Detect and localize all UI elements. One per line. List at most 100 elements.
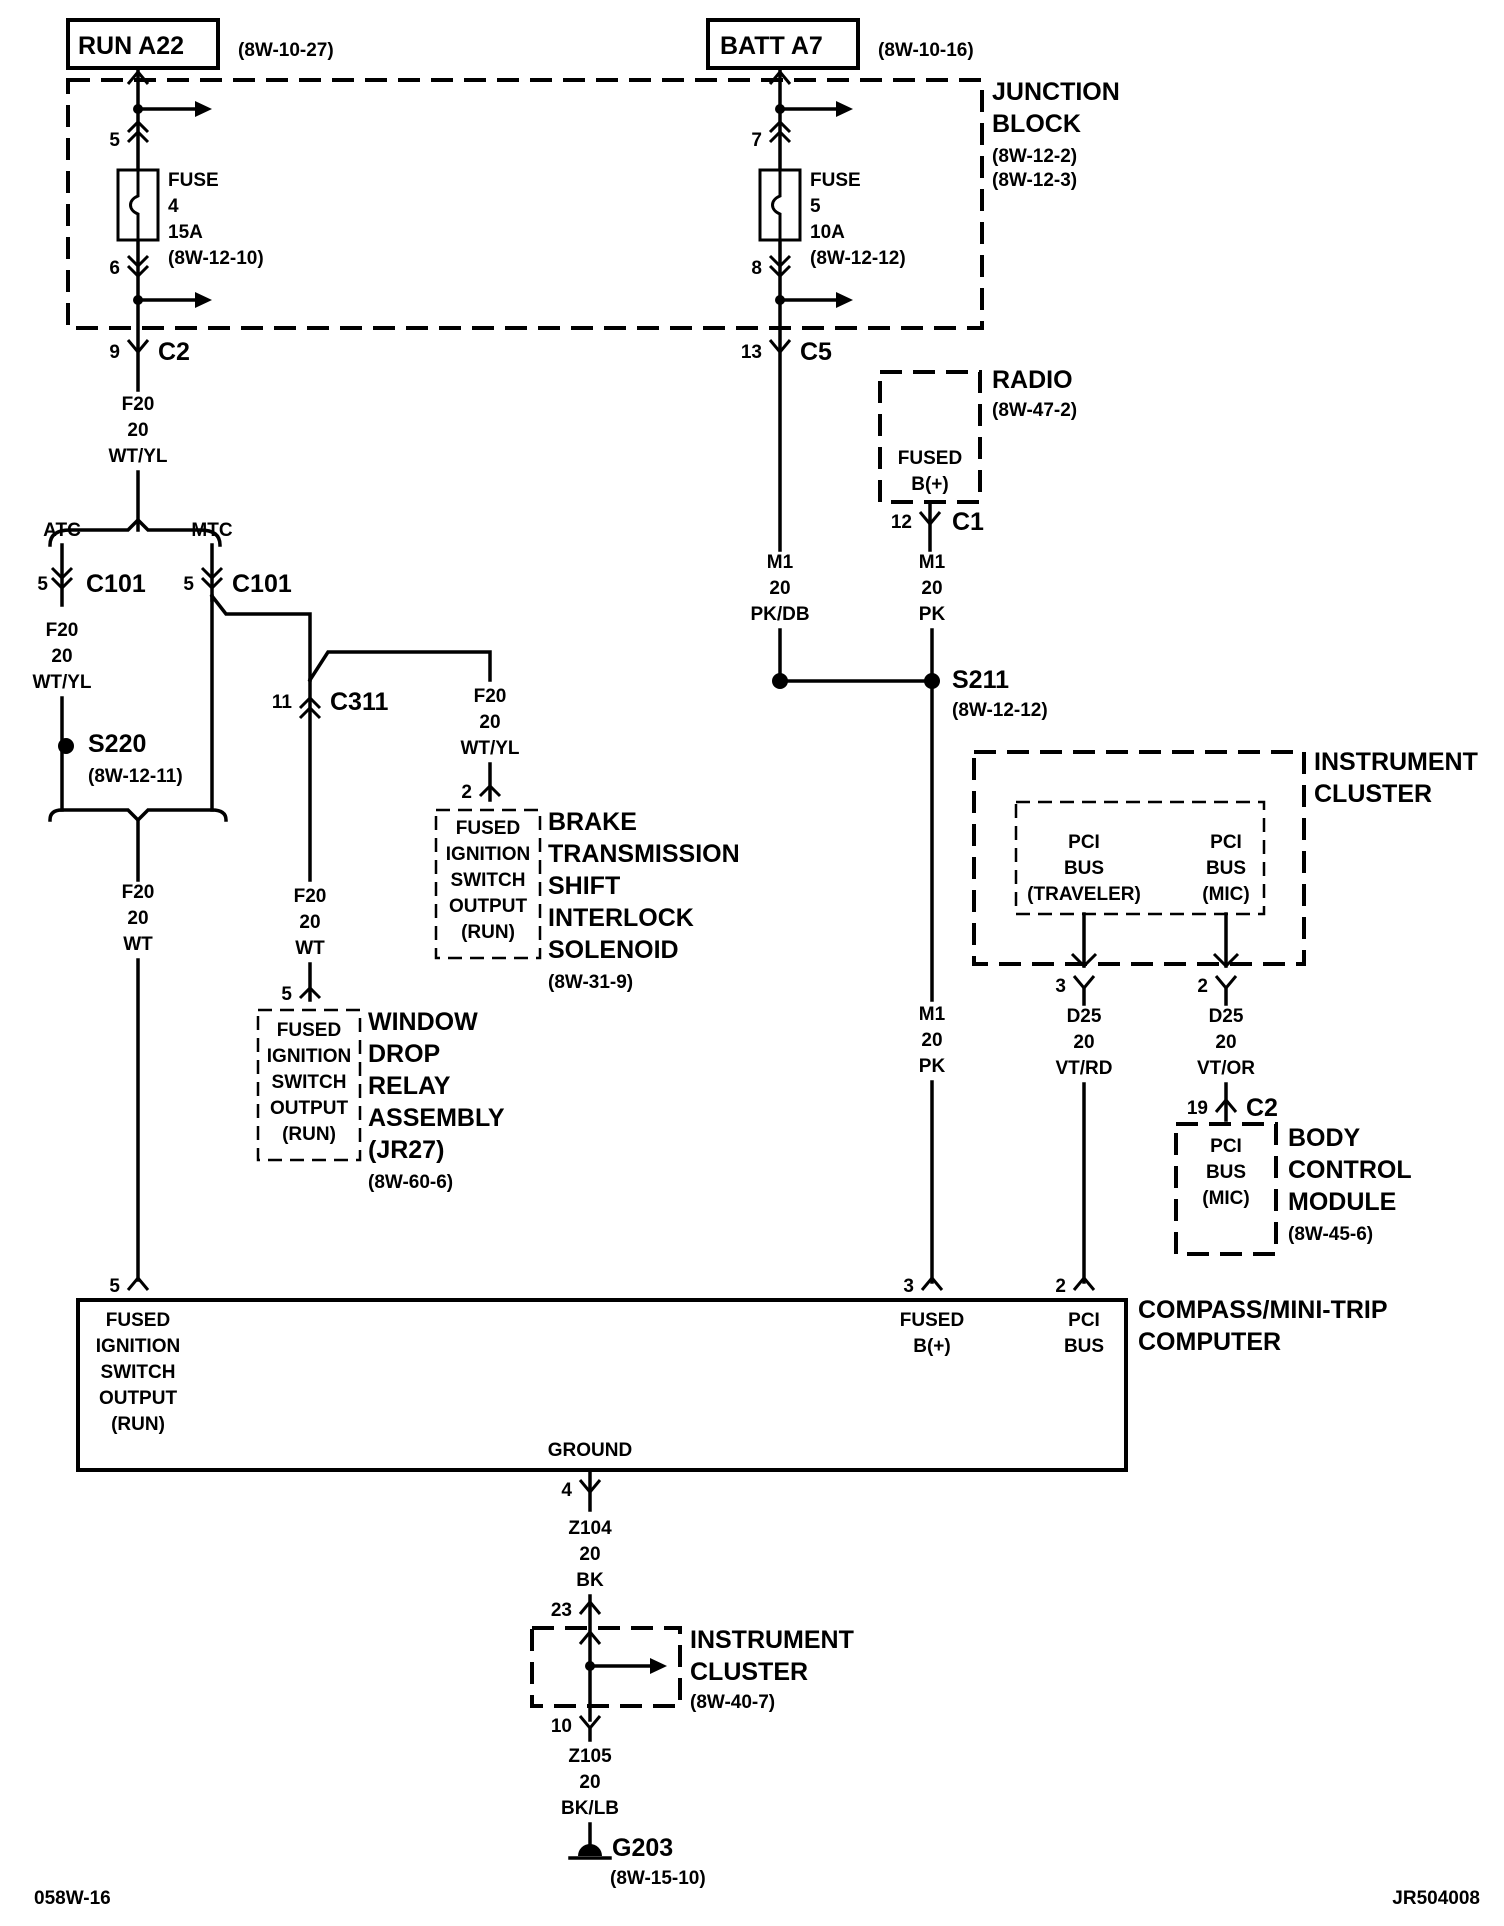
svg-text:TRANSMISSION: TRANSMISSION <box>548 840 740 868</box>
connector-c101-mtc: 5 C101 <box>183 543 292 602</box>
branch-mtc-label: MTC <box>191 520 232 541</box>
ground-symbol-icon <box>578 1844 602 1856</box>
brake-transmission-shift-interlock-solenoid: 2 FUSED IGNITION SWITCH OUTPUT (RUN) BRA… <box>434 782 740 993</box>
svg-text:BUS: BUS <box>1206 858 1246 879</box>
svg-text:M1: M1 <box>919 552 946 573</box>
connector-c101-mtc-pin: 5 <box>183 574 194 595</box>
merge-brace <box>48 808 228 823</box>
svg-text:M1: M1 <box>919 1004 946 1025</box>
svg-text:D25: D25 <box>1067 1006 1102 1027</box>
wire-m1-pkdb-label: M1 20 PK/DB <box>750 552 809 625</box>
bcm-ref: (8W-45-6) <box>1288 1224 1373 1245</box>
svg-text:CONTROL: CONTROL <box>1288 1156 1412 1184</box>
ground-g203-ref: (8W-15-10) <box>610 1868 706 1889</box>
svg-text:(JR27): (JR27) <box>368 1136 444 1164</box>
ctm-ground-label: GROUND <box>548 1440 632 1461</box>
svg-text:F20: F20 <box>294 886 327 907</box>
svg-text:BK/LB: BK/LB <box>561 1798 619 1819</box>
splice-s220-ref: (8W-12-11) <box>88 766 183 787</box>
svg-text:M1: M1 <box>767 552 794 573</box>
svg-text:FUSED: FUSED <box>898 448 962 469</box>
svg-text:FUSED: FUSED <box>277 1020 341 1041</box>
svg-text:WT/YL: WT/YL <box>108 446 167 467</box>
source-run-ref: (8W-10-27) <box>238 40 334 61</box>
connector-bcm-c2-pin: 19 <box>1187 1098 1208 1119</box>
svg-text:IGNITION: IGNITION <box>267 1046 351 1067</box>
svg-text:PCI: PCI <box>1068 832 1100 853</box>
brake-solenoid-pin: 2 <box>461 782 472 803</box>
bcm-box <box>1174 1122 1278 1256</box>
svg-text:WT: WT <box>295 938 325 959</box>
junction-block-ref-2: (8W-12-3) <box>992 170 1077 191</box>
ground-g203-name: G203 <box>612 1834 673 1862</box>
fuse-4-number: 4 <box>168 196 179 217</box>
junction-block-name-2: BLOCK <box>992 110 1081 138</box>
connector-c101-atc-name: C101 <box>86 570 146 598</box>
window-relay-ref: (8W-60-6) <box>368 1172 453 1193</box>
instrument-cluster-top-box <box>972 750 1306 966</box>
svg-text:F20: F20 <box>46 620 79 641</box>
connector-radio-c1-pin: 12 <box>891 512 912 533</box>
connector-jb-c5: 13 C5 <box>741 338 832 366</box>
radio-name: RADIO <box>992 366 1073 394</box>
connector-c311: 11 C311 <box>272 678 388 882</box>
connector-c101-atc-pin: 5 <box>37 574 48 595</box>
svg-text:PK/DB: PK/DB <box>750 604 809 625</box>
svg-text:ASSEMBLY: ASSEMBLY <box>368 1104 505 1132</box>
source-batt-label: BATT A7 <box>720 32 823 60</box>
footer-left: 058W-16 <box>34 1888 111 1909</box>
svg-text:SHIFT: SHIFT <box>548 872 620 900</box>
svg-text:OUTPUT: OUTPUT <box>270 1098 349 1119</box>
ic-bottom-name-1: INSTRUMENT <box>690 1626 854 1654</box>
source-run-a22: RUN A22 (8W-10-27) <box>66 18 334 70</box>
fuse-4: 5 FUSE 4 15A (8W-12-10) 6 <box>109 66 264 352</box>
ic-pin-traveler: 3 <box>1055 976 1066 997</box>
svg-text:VT/RD: VT/RD <box>1056 1058 1113 1079</box>
ic-bottom-box <box>530 1626 682 1708</box>
ic-bottom-name-2: CLUSTER <box>690 1658 808 1686</box>
ctm-pin-gnd: 4 <box>561 1480 572 1501</box>
wire-mtc-to-c311 <box>209 593 312 682</box>
wire-m1-pk-ctm-label: M1 20 PK <box>919 1004 946 1077</box>
wire-c311-to-brake <box>307 650 492 683</box>
svg-text:SWITCH: SWITCH <box>451 870 526 891</box>
svg-text:20: 20 <box>579 1772 600 1793</box>
fuse-4-label: FUSE <box>168 170 219 191</box>
svg-text:B(+): B(+) <box>913 1336 950 1357</box>
brake-solenoid-ref: (8W-31-9) <box>548 972 633 993</box>
wire-d25-vtrd-label: D25 20 VT/RD <box>1056 1006 1113 1079</box>
svg-text:FUSED: FUSED <box>106 1310 170 1331</box>
svg-text:D25: D25 <box>1209 1006 1244 1027</box>
junction-block-name-1: JUNCTION <box>992 78 1120 106</box>
fuse-4-pin-out: 6 <box>109 258 120 279</box>
svg-text:OUTPUT: OUTPUT <box>99 1388 178 1409</box>
svg-text:WT/YL: WT/YL <box>32 672 91 693</box>
svg-text:WT: WT <box>123 934 153 955</box>
wire-f20-wtyl-atc-label: F20 20 WT/YL <box>32 620 91 693</box>
splice-s220: S220 (8W-12-11) <box>58 730 183 787</box>
svg-text:SOLENOID: SOLENOID <box>548 936 679 964</box>
source-batt-a7: BATT A7 (8W-10-16) <box>706 18 974 70</box>
svg-text:BUS: BUS <box>1064 1336 1104 1357</box>
connector-c101-mtc-name: C101 <box>232 570 292 598</box>
svg-text:MODULE: MODULE <box>1288 1188 1396 1216</box>
svg-text:F20: F20 <box>122 882 155 903</box>
svg-text:20: 20 <box>299 912 320 933</box>
ctm-name-2: COMPUTER <box>1138 1328 1281 1356</box>
connector-bcm-c2-name: C2 <box>1246 1094 1278 1122</box>
fuse-4-ref: (8W-12-10) <box>168 248 264 269</box>
junction-block-ref-1: (8W-12-2) <box>992 146 1077 167</box>
radio: RADIO (8W-47-2) FUSED B(+) <box>878 366 1077 504</box>
svg-text:20: 20 <box>127 908 148 929</box>
svg-text:WINDOW: WINDOW <box>368 1008 478 1036</box>
fuse-5: 7 FUSE 5 10A (8W-12-12) 8 <box>751 66 906 352</box>
svg-text:F20: F20 <box>474 686 507 707</box>
fuse-5-pin-in: 7 <box>751 130 762 151</box>
svg-text:BUS: BUS <box>1064 858 1104 879</box>
svg-text:(MIC): (MIC) <box>1202 1188 1249 1209</box>
svg-text:PK: PK <box>919 1056 946 1077</box>
connector-radio-c1-name: C1 <box>952 508 984 536</box>
wire-f20-wtyl-top-label: F20 20 WT/YL <box>108 394 167 467</box>
svg-text:PK: PK <box>919 604 946 625</box>
